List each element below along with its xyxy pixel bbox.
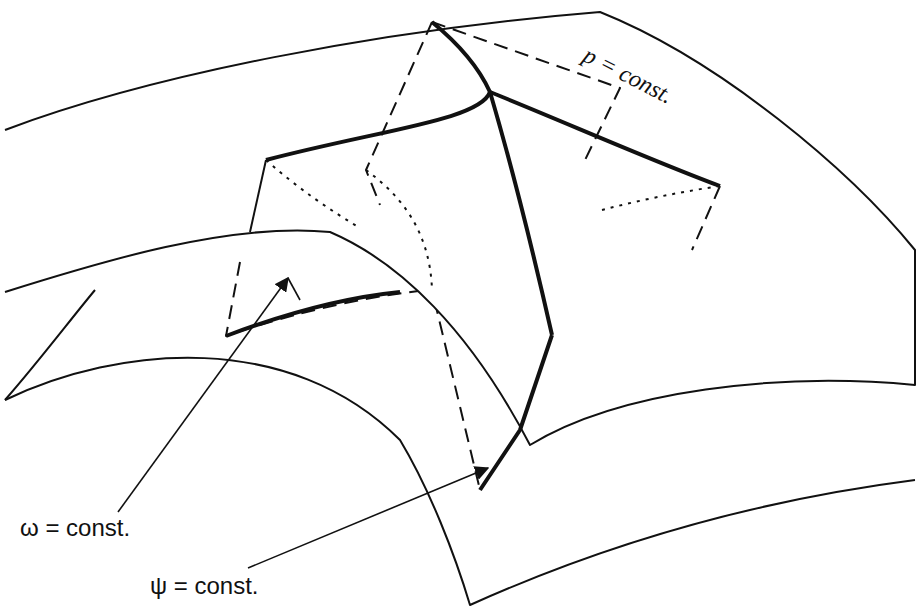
lower-surface-left-edge [5, 290, 95, 400]
omega-on-surface [266, 160, 720, 228]
omega-surface-left [250, 160, 266, 232]
surface-label: ω = const. [20, 514, 130, 542]
omega-leader [118, 278, 288, 512]
lower-surface-edge [5, 358, 915, 605]
psi-surface-top [432, 22, 552, 335]
omega-surface-right [692, 186, 720, 250]
psi-leader [248, 468, 488, 568]
omega-front-edge [226, 292, 400, 336]
upper-surface [5, 12, 915, 445]
psi-surface-left [366, 22, 432, 205]
psi-front-edge [480, 335, 552, 490]
psi-on-surface [366, 170, 432, 290]
omega-leader-hook [288, 278, 300, 300]
surface-label: ψ = const. [150, 572, 259, 600]
